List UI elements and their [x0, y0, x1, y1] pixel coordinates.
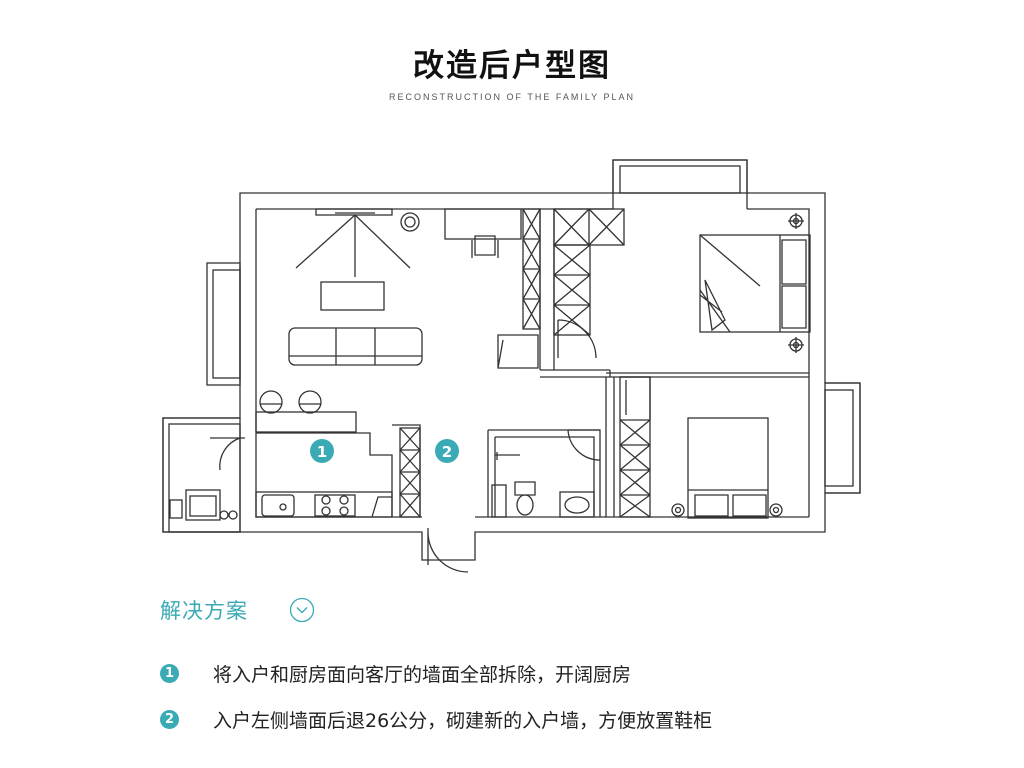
wardrobe-bedroom2 — [619, 376, 651, 518]
solution-text-1: 将入户和厨房面向客厅的墙面全部拆除，开阔厨房 — [213, 664, 632, 686]
nightstand-2 — [788, 337, 804, 353]
side-cabinet — [497, 334, 539, 369]
tv-unit — [295, 208, 411, 277]
nightstand-3 — [671, 503, 685, 517]
solution-number-1: 1 — [160, 664, 179, 683]
clock-icon — [400, 212, 420, 232]
plan-marker-2: 2 — [435, 439, 459, 463]
plan-marker-1-label: 1 — [317, 443, 327, 461]
sofa — [288, 327, 423, 366]
wardrobe-bedroom1 — [553, 208, 625, 336]
bed-master — [699, 234, 811, 333]
floor-plan-drawing — [162, 159, 861, 573]
bathroom-door — [567, 429, 601, 461]
clock-face — [404, 216, 416, 228]
solution-heading: 解决方案 — [160, 599, 248, 623]
kitchen-fixtures — [255, 491, 393, 518]
bed-second — [687, 417, 769, 519]
bathroom-fixtures — [491, 429, 601, 518]
dining-bar — [255, 390, 357, 433]
plan-marker-1: 1 — [310, 439, 334, 463]
desk — [444, 208, 522, 240]
bedroom1-door — [557, 319, 597, 359]
solution-number-2: 2 — [160, 710, 179, 729]
page-subtitle: RECONSTRUCTION OF THE FAMILY PLAN — [388, 92, 636, 102]
desk-chair — [471, 235, 499, 258]
cabinet-living — [522, 208, 541, 330]
solution-item-1: 1 将入户和厨房面向客厅的墙面全部拆除，开阔厨房 — [160, 660, 631, 687]
solution-text-2: 入户左侧墙面后退26公分，砌建新的入户墙，方便放置鞋柜 — [213, 710, 713, 732]
window-top — [612, 159, 748, 194]
entry-door — [427, 528, 469, 573]
page-title: 改造后户型图 — [413, 48, 611, 84]
outer-walls — [162, 159, 861, 561]
window-left — [206, 262, 241, 386]
balcony-door — [210, 437, 245, 471]
shoe-cabinet — [399, 427, 421, 518]
solution-item-2: 2 入户左侧墙面后退26公分，砌建新的入户墙，方便放置鞋柜 — [160, 706, 712, 733]
plan-marker-2-label: 2 — [442, 443, 452, 461]
nightstand-1 — [788, 213, 804, 229]
nightstand-4 — [769, 503, 783, 517]
chevron-down-circle-icon[interactable] — [289, 597, 315, 623]
coffee-table — [320, 281, 385, 311]
balcony — [162, 417, 241, 533]
window-right — [824, 382, 861, 494]
